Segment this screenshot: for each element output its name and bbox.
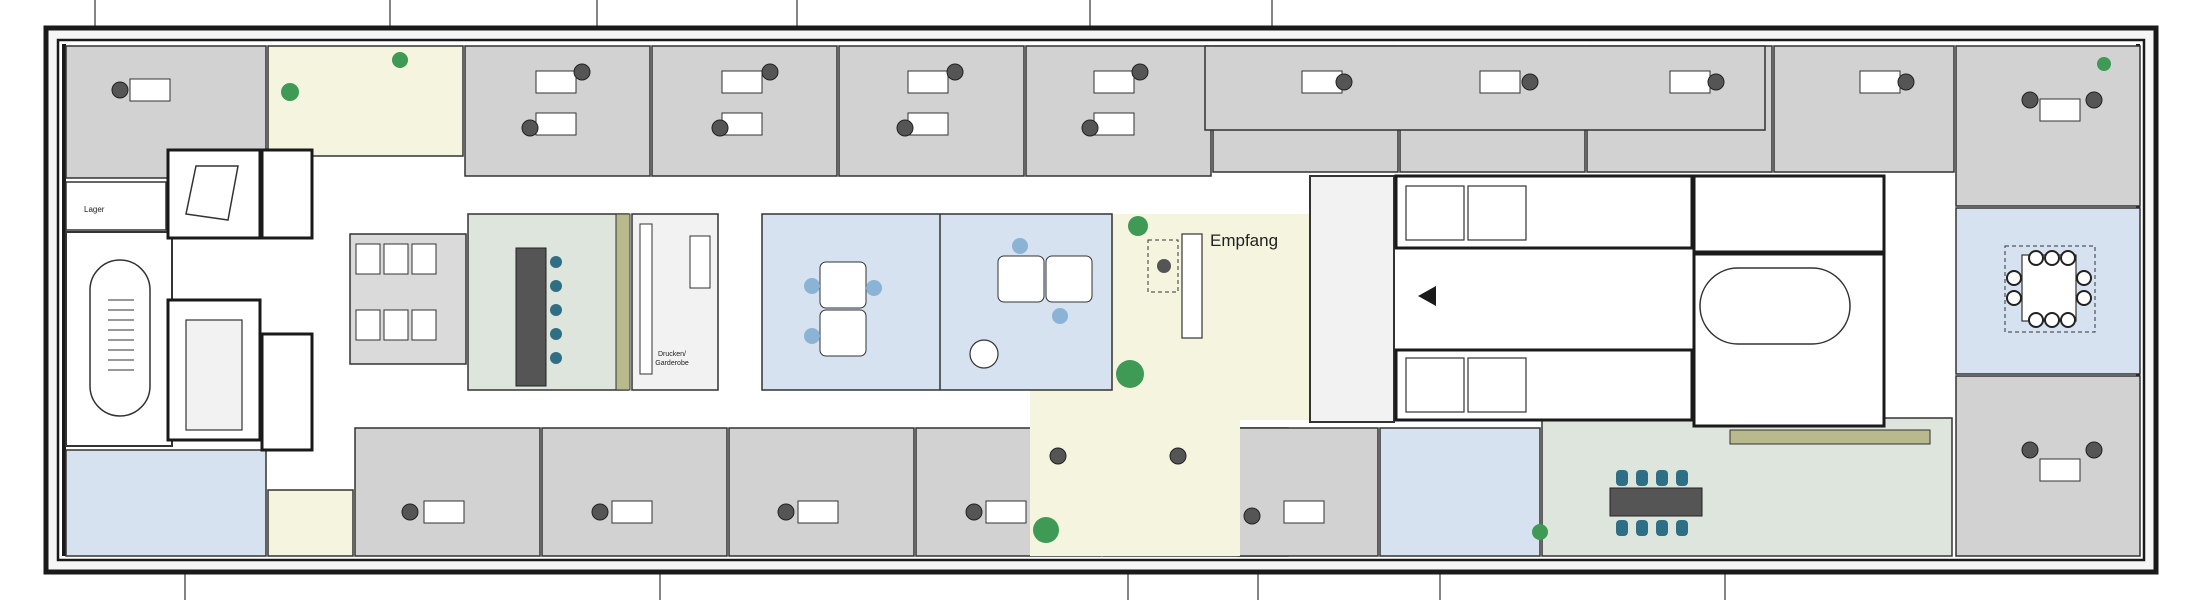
east-meeting-room xyxy=(1955,207,2141,375)
central-meeting-rooms xyxy=(761,213,1113,391)
reception-desk xyxy=(1147,233,1203,339)
storage-label: Lager xyxy=(84,205,105,214)
grid-reference-lines xyxy=(94,0,1726,600)
west-core xyxy=(65,148,314,452)
wc-block xyxy=(349,233,467,365)
kitchen-lounge xyxy=(467,213,631,391)
south-offices xyxy=(65,417,1953,557)
print-wardrobe-label-line1: Drucken/ xyxy=(658,351,686,358)
east-core xyxy=(1309,174,1886,428)
print-wardrobe-label-line2: Garderobe xyxy=(655,360,689,367)
reception-label: Empfang xyxy=(1210,231,1278,250)
south-east-lounge xyxy=(1609,429,1931,536)
reception-area xyxy=(1030,214,1310,556)
north-offices xyxy=(65,45,2141,207)
plants xyxy=(281,52,2111,543)
print-wardrobe-room xyxy=(631,213,719,391)
